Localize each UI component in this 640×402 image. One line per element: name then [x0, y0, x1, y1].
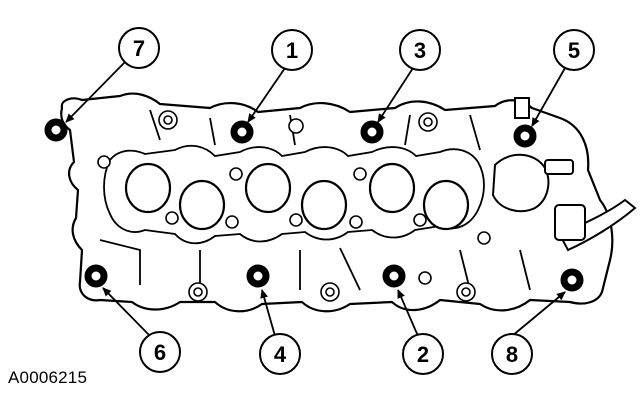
leader-line-5 [531, 67, 566, 127]
callout-8: 8 [491, 333, 533, 375]
leader-line-4 [260, 289, 276, 337]
callout-label: 6 [154, 340, 166, 365]
bolts [44, 118, 584, 292]
leader-line-2 [397, 289, 419, 337]
callout-label: 8 [506, 342, 518, 367]
bolt-2 [382, 264, 406, 288]
casting-bosses [158, 110, 476, 302]
callout-label: 3 [414, 38, 426, 63]
intake-port-2 [178, 179, 226, 231]
intake-port-1 [124, 162, 172, 214]
bolt-4 [246, 264, 270, 288]
callout-3: 3 [399, 29, 441, 71]
callout-5: 5 [553, 29, 595, 71]
leader-line-6 [102, 287, 151, 337]
callout-4: 4 [259, 333, 301, 375]
intake-ports [124, 162, 470, 231]
figure-id: A0006215 [8, 368, 88, 387]
sensor-housing [491, 97, 637, 252]
intake-port-4 [300, 179, 348, 231]
intake-port-5 [368, 162, 416, 214]
callout-label: 1 [286, 38, 298, 63]
gasket-flange [99, 109, 531, 291]
callout-1: 1 [271, 29, 313, 71]
bolt-8 [560, 268, 584, 292]
leader-line-8 [511, 291, 566, 337]
callout-label: 5 [568, 38, 580, 63]
callout-label: 4 [274, 342, 287, 367]
bolt-6 [84, 264, 108, 288]
callout-label: 7 [133, 36, 145, 61]
callout-label: 2 [417, 342, 429, 367]
callout-7: 7 [118, 27, 160, 69]
bolt-1 [230, 120, 254, 144]
bolt-3 [360, 120, 384, 144]
bolt-7 [44, 118, 68, 142]
intake-port-6 [422, 179, 470, 231]
bolt-5 [513, 124, 537, 148]
intake-port-3 [244, 162, 292, 214]
leader-line-7 [65, 61, 126, 123]
callout-6: 6 [139, 331, 181, 373]
leader-line-1 [247, 67, 286, 123]
leader-lines [65, 61, 566, 337]
callout-2: 2 [402, 333, 444, 375]
leader-line-3 [377, 67, 414, 123]
gasket-holes [97, 155, 491, 245]
